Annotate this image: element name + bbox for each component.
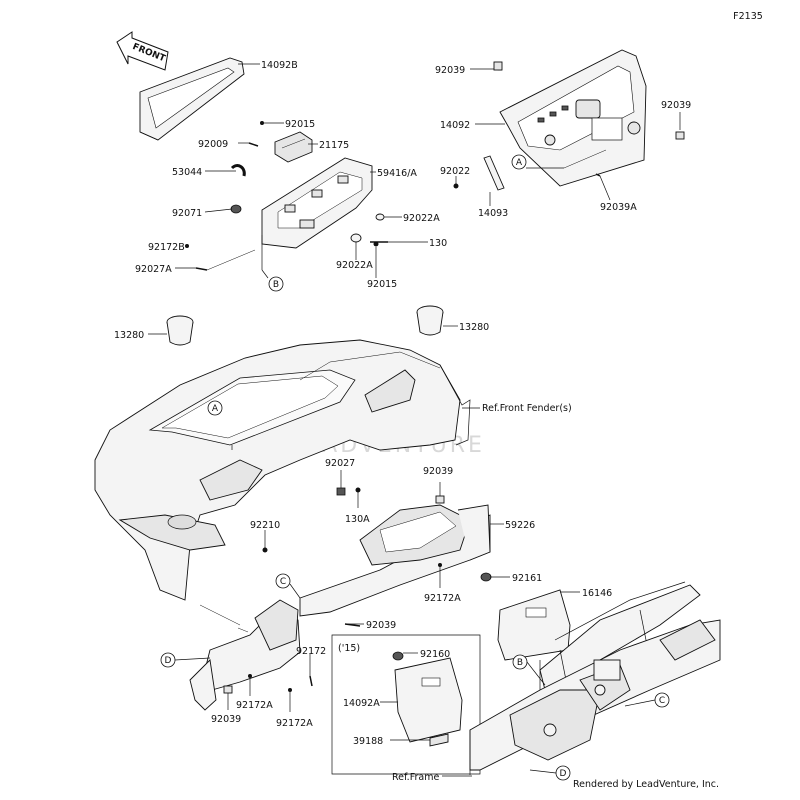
grommet[interactable]	[480, 572, 492, 582]
label-130: 130	[429, 238, 447, 249]
cup-holder-left[interactable]	[166, 315, 194, 346]
label-92172A-2: 92172A	[236, 700, 273, 711]
label-92027: 92027	[325, 458, 355, 469]
label-92172B: 92172B	[148, 242, 185, 253]
clip[interactable]	[595, 173, 601, 177]
label-92039: 92039	[435, 65, 465, 76]
washer[interactable]	[375, 213, 385, 221]
svg-text:A: A	[516, 158, 523, 168]
label-92172A-3: 92172A	[276, 718, 313, 729]
label-92172: 92172	[296, 646, 326, 657]
svg-text:D: D	[560, 769, 567, 779]
label-14092A: 14092A	[343, 698, 380, 709]
variant-inset: ('15) 92160 14092A 39188	[331, 634, 481, 775]
label-14093: 14093	[478, 208, 508, 219]
label-plate[interactable]	[429, 733, 449, 747]
callout-A-top: A	[511, 154, 527, 170]
frame[interactable]	[469, 581, 721, 775]
label-92039-3: 92039	[423, 466, 453, 477]
nut[interactable]	[336, 487, 346, 496]
variant-note: ('15)	[338, 643, 360, 654]
label-92022: 92022	[440, 166, 470, 177]
meter-cover-frame[interactable]	[139, 57, 245, 141]
screw[interactable]	[185, 244, 189, 248]
meter-panel[interactable]	[261, 157, 373, 249]
glove-box[interactable]	[497, 589, 571, 661]
clip[interactable]	[453, 183, 459, 189]
bracket-14093[interactable]	[483, 155, 505, 191]
screw[interactable]	[248, 674, 252, 678]
ref-front-fender: Ref.Front Fender(s)	[482, 403, 572, 414]
figure-code: F2135	[733, 11, 763, 22]
label-92039-2: 92039	[661, 100, 691, 111]
label-92172A: 92172A	[424, 593, 461, 604]
front-arrow-icon: FRONT	[116, 31, 169, 71]
grommet[interactable]	[392, 651, 404, 661]
grommet[interactable]	[230, 204, 242, 214]
clip[interactable]	[675, 131, 685, 140]
clip[interactable]	[195, 267, 208, 271]
label-92027A: 92027A	[135, 264, 172, 275]
label-92039-5: 92039	[211, 714, 241, 725]
label-92015: 92015	[285, 119, 315, 130]
dashboard[interactable]	[94, 339, 471, 601]
upper-dash-panel[interactable]	[499, 49, 647, 187]
callout-B-top: B	[268, 276, 284, 292]
svg-text:B: B	[273, 280, 279, 290]
lower-left-panel[interactable]	[189, 599, 301, 711]
screw[interactable]	[309, 675, 313, 687]
label-16146: 16146	[582, 588, 612, 599]
label-39188: 39188	[353, 736, 383, 747]
washer[interactable]	[350, 233, 362, 243]
lower-dash-bracket[interactable]	[299, 504, 491, 617]
label-92022A-2: 92022A	[336, 260, 373, 271]
cup-holder-right[interactable]	[416, 305, 444, 336]
hose[interactable]	[230, 164, 246, 177]
svg-text:C: C	[659, 696, 665, 706]
glove-box-lid[interactable]	[394, 657, 463, 743]
svg-text:C: C	[280, 577, 286, 587]
label-92009: 92009	[198, 139, 228, 150]
clip[interactable]	[493, 61, 503, 71]
screw[interactable]	[260, 121, 264, 125]
callout-C-left: C	[275, 573, 301, 599]
meter-unit[interactable]	[274, 131, 313, 163]
label-13280: 13280	[114, 330, 144, 341]
callout-D-left: D	[160, 652, 211, 668]
svg-text:D: D	[165, 656, 172, 666]
label-92039-4: 92039	[366, 620, 396, 631]
svg-text:B: B	[517, 658, 523, 668]
label-92161: 92161	[512, 573, 542, 584]
clip[interactable]	[223, 685, 233, 694]
callout-A-dash: A	[207, 400, 223, 416]
label-53044: 53044	[172, 167, 202, 178]
label-92210: 92210	[250, 520, 280, 531]
label-14092: 14092	[440, 120, 470, 131]
screw[interactable]	[288, 688, 292, 692]
callout-D-frame: D	[529, 765, 571, 781]
label-59226: 59226	[505, 520, 535, 531]
label-14092B: 14092B	[261, 60, 298, 71]
label-92015-2: 92015	[367, 279, 397, 290]
label-59416A: 59416/A	[377, 168, 417, 179]
label-92160: 92160	[420, 649, 450, 660]
screw[interactable]	[248, 142, 259, 147]
label-92022A: 92022A	[403, 213, 440, 224]
svg-text:A: A	[212, 404, 219, 414]
callout-C-frame: C	[624, 692, 670, 708]
label-13280-2: 13280	[459, 322, 489, 333]
label-92039A: 92039A	[600, 202, 637, 213]
label-21175: 21175	[319, 140, 349, 151]
label-130A: 130A	[345, 514, 370, 525]
footer-credit: Rendered by LeadVenture, Inc.	[573, 779, 719, 790]
label-92071: 92071	[172, 208, 202, 219]
callout-B-frame: B	[512, 654, 546, 686]
screw[interactable]	[438, 563, 442, 567]
clip[interactable]	[435, 495, 445, 504]
ref-frame: Ref.Frame	[392, 772, 439, 783]
clip[interactable]	[262, 547, 268, 553]
